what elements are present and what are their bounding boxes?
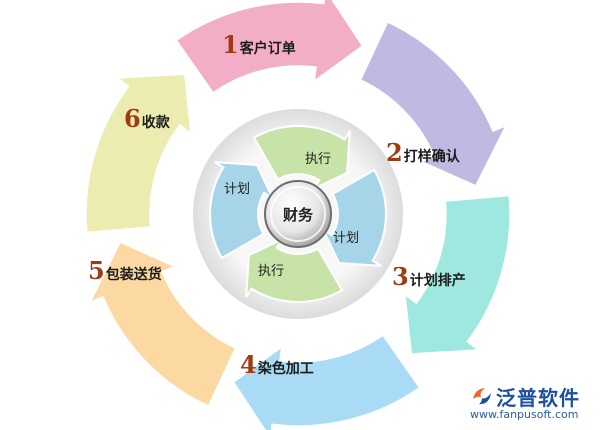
inner-label-plan-left: 计划 bbox=[224, 182, 251, 197]
brand-url: www.fanpusoft.com bbox=[470, 408, 579, 421]
step-number: 3 bbox=[392, 262, 409, 291]
step-number: 2 bbox=[386, 138, 403, 167]
step-6-label: 6 收款 bbox=[124, 104, 170, 133]
step-5-label: 5 包装送货 bbox=[88, 256, 162, 285]
step-text: 染色加工 bbox=[257, 361, 314, 377]
inner-arrow-plan-left bbox=[209, 161, 275, 260]
step-number: 5 bbox=[88, 256, 105, 285]
hub-highlight bbox=[270, 186, 326, 242]
step-text: 包装送货 bbox=[105, 267, 162, 283]
inner-arrow-execute-bottom bbox=[245, 237, 344, 303]
step-text: 计划排产 bbox=[409, 273, 466, 289]
step-text: 打样确认 bbox=[403, 149, 460, 165]
inner-arrow-execute-top bbox=[252, 125, 351, 191]
finance-hub bbox=[264, 180, 332, 248]
outer-arrow-step-3 bbox=[404, 194, 511, 355]
outer-arrow-step-4 bbox=[232, 334, 421, 430]
step-4-label: 4 染色加工 bbox=[240, 350, 314, 379]
inner-arrow-plan-right bbox=[321, 168, 387, 267]
step-number: 6 bbox=[124, 104, 141, 133]
step-3-label: 3 计划排产 bbox=[392, 262, 466, 291]
brand-mark-icon bbox=[473, 388, 491, 405]
step-2-label: 2 打样确认 bbox=[386, 138, 460, 167]
step-number: 4 bbox=[240, 350, 257, 379]
inner-label-plan-right: 计划 bbox=[333, 231, 360, 246]
brand-name: 泛普软件 bbox=[496, 386, 580, 410]
outer-cycle bbox=[85, 0, 511, 430]
inner-cycle bbox=[209, 125, 387, 303]
step-1-label: 1 客户订单 bbox=[222, 30, 296, 59]
inner-label-execute-bottom: 执行 bbox=[258, 264, 285, 279]
finance-hub-label: 财务 bbox=[282, 205, 313, 224]
outer-arrow-step-6 bbox=[85, 73, 192, 234]
brand-logo: 泛普软件 www.fanpusoft.com bbox=[468, 382, 598, 426]
step-number: 1 bbox=[222, 30, 239, 59]
outer-arrow-step-5 bbox=[88, 241, 237, 408]
outer-arrow-step-1 bbox=[175, 0, 364, 94]
outer-arrow-step-2 bbox=[359, 20, 508, 187]
step-text: 收款 bbox=[141, 115, 170, 131]
step-text: 客户订单 bbox=[239, 41, 296, 57]
inner-label-execute-top: 执行 bbox=[305, 152, 332, 167]
